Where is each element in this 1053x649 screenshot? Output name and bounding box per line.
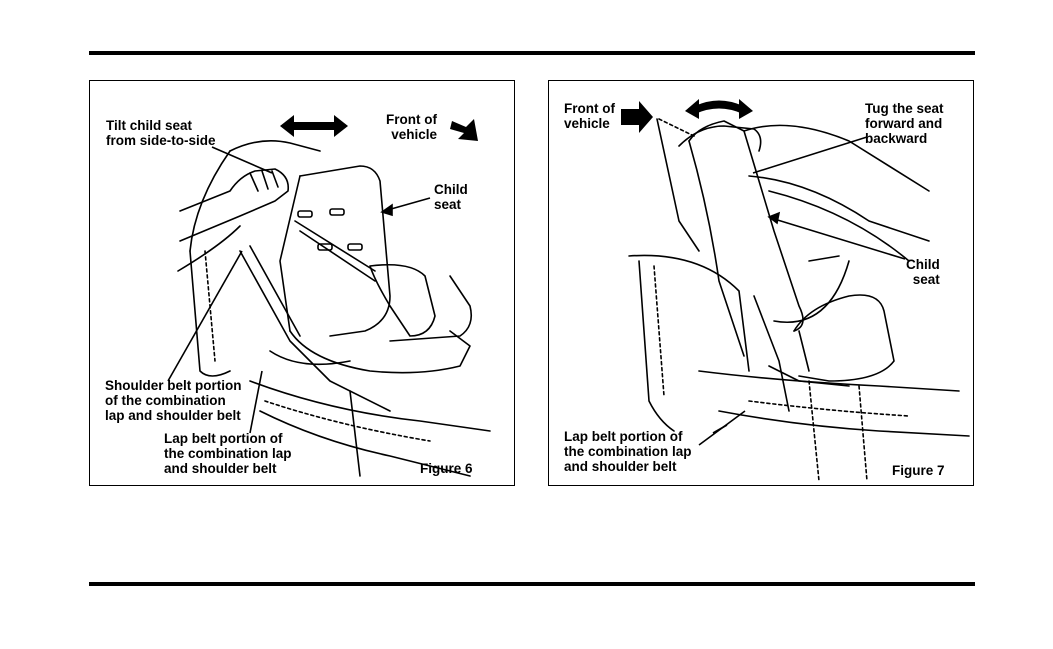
top-rule xyxy=(89,51,975,55)
figure-6-caption: Figure 6 xyxy=(420,461,473,476)
tug-seat-label: Tug the seat forward and backward xyxy=(865,101,944,146)
tug-arrow-icon xyxy=(685,99,753,119)
front-arrow-icon xyxy=(450,119,478,141)
harness-slot xyxy=(317,243,333,251)
harness-slot xyxy=(297,210,313,218)
tilt-label: Tilt child seat from side-to-side xyxy=(106,118,216,148)
child-seat-label: Child seat xyxy=(434,182,468,212)
figure-7-illustration xyxy=(621,99,970,482)
figure-6: Tilt child seat from side-to-side Front … xyxy=(89,80,515,486)
harness-slot xyxy=(329,208,345,216)
shoulder-belt-label: Shoulder belt portion of the combination… xyxy=(105,378,242,423)
front-arrow-icon xyxy=(621,101,653,133)
harness-slot xyxy=(347,243,363,251)
child-seat-label: Child seat xyxy=(906,257,940,287)
front-of-vehicle-label: Front of vehicle xyxy=(564,101,615,131)
figure-6-illustration xyxy=(167,115,491,477)
bottom-rule xyxy=(89,582,975,586)
lap-belt-label: Lap belt portion of the combination lap … xyxy=(164,431,292,476)
figure-7: Front of vehicle Tug the seat forward an… xyxy=(548,80,974,486)
lap-belt-label: Lap belt portion of the combination lap … xyxy=(564,429,692,474)
front-of-vehicle-label: Front of vehicle xyxy=(386,112,437,142)
tilt-arrow-icon xyxy=(280,115,348,137)
figure-7-caption: Figure 7 xyxy=(892,463,945,478)
